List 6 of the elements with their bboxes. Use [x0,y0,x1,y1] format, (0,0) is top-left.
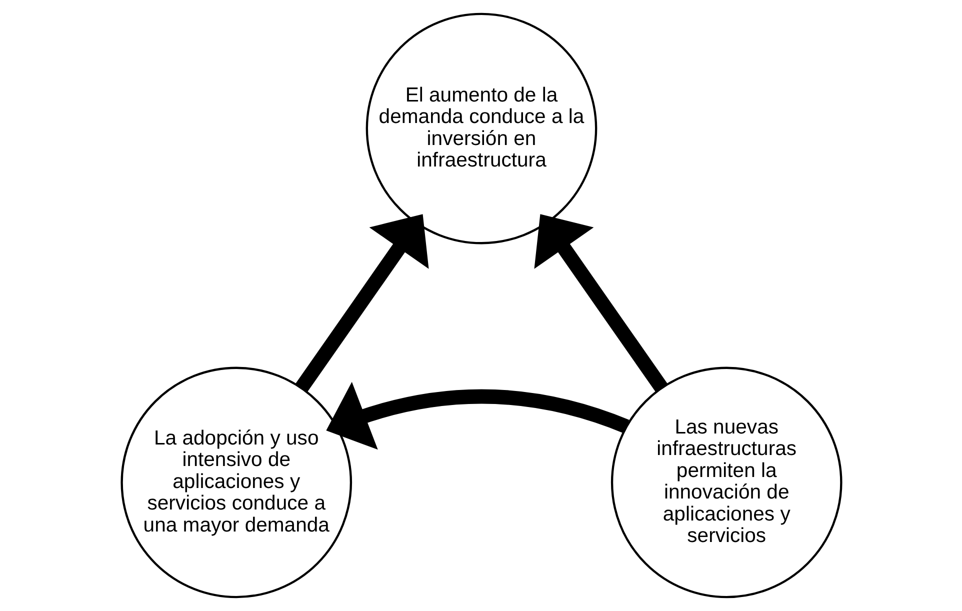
arrow [326,382,628,450]
node-circle: El aumento de la demanda conduce a la inversión en infraestructura [365,12,597,244]
node-circle: La adopción y uso intensivo de aplicaciones y servicios conduce a una mayor demanda [120,366,352,598]
arrow [534,214,668,392]
node-circle: Las nuevas infraestructuras permiten la innovación de aplicaciones y servicios [610,366,842,598]
arrow [294,214,428,392]
